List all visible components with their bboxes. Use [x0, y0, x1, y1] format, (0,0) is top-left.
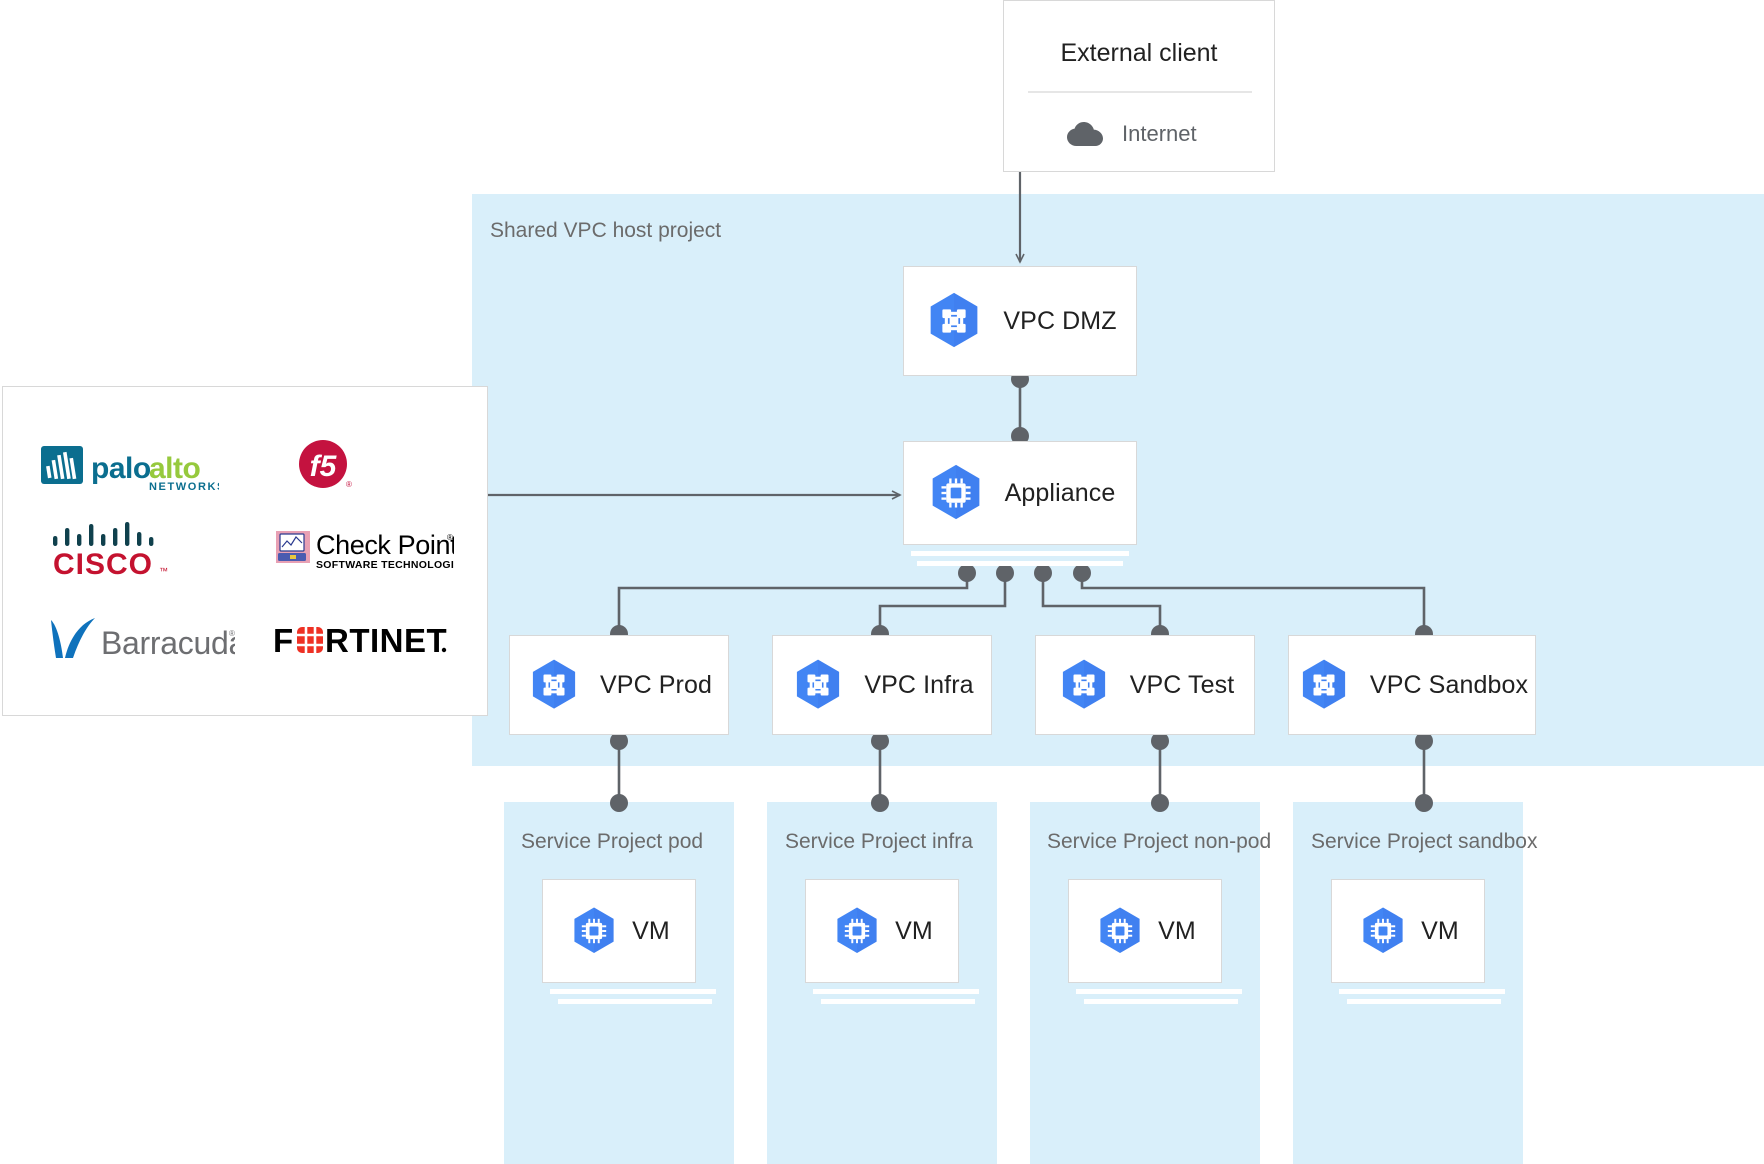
- svg-text:f5: f5: [310, 450, 338, 483]
- node-vpc-test[interactable]: VPC Test: [1035, 635, 1255, 735]
- service-project-group-non-pod: [1030, 802, 1260, 1164]
- node-vm-infra-label: VM: [895, 916, 933, 945]
- svg-text:F: F: [273, 622, 294, 659]
- fortinet-logo: F RTINET: [262, 616, 462, 666]
- svg-text:CISCO: CISCO: [53, 548, 153, 580]
- svg-text:Barracuda: Barracuda: [101, 625, 235, 661]
- vpc-network-icon: [1296, 657, 1352, 713]
- vpc-network-icon: [790, 657, 846, 713]
- vpc-network-icon: [1056, 657, 1112, 713]
- external-client-title: External client: [1060, 39, 1218, 67]
- vpc-network-icon: [526, 657, 582, 713]
- node-vm-non-pod[interactable]: VM: [1068, 879, 1222, 983]
- node-vm-pod-label: VM: [632, 916, 670, 945]
- external-client-divider: [1028, 91, 1252, 93]
- svg-text:Check Point: Check Point: [316, 530, 454, 560]
- vendor-appliance-panel: [2, 386, 488, 716]
- service-project-group-sandbox: [1293, 802, 1523, 1164]
- node-vpc-test-label: VPC Test: [1129, 670, 1235, 699]
- node-vpc-sandbox[interactable]: VPC Sandbox: [1288, 635, 1536, 735]
- external-client-internet-row: Internet: [1066, 121, 1197, 147]
- svg-text:®: ®: [346, 480, 352, 489]
- service-project-group-infra: [767, 802, 997, 1164]
- node-vpc-dmz[interactable]: VPC DMZ: [903, 266, 1137, 376]
- external-client-internet-label: Internet: [1122, 121, 1197, 146]
- node-appliance[interactable]: Appliance: [903, 441, 1137, 545]
- node-vm-non-pod-label: VM: [1158, 916, 1196, 945]
- barracuda-logo: Barracuda ®: [34, 612, 244, 668]
- node-vpc-infra-label: VPC Infra: [864, 670, 974, 699]
- vm-instance-icon: [831, 905, 883, 957]
- node-vpc-sandbox-label: VPC Sandbox: [1369, 670, 1529, 699]
- shared-vpc-host-project-label: Shared VPC host project: [490, 219, 722, 242]
- svg-text:NETWORKS: NETWORKS: [149, 481, 219, 492]
- node-vpc-prod[interactable]: VPC Prod: [509, 635, 729, 735]
- svg-text:SOFTWARE TECHNOLOGIES LTD.: SOFTWARE TECHNOLOGIES LTD.: [316, 559, 454, 571]
- svg-text:palo: palo: [91, 452, 151, 485]
- svg-text:®: ®: [229, 629, 235, 638]
- palo-alto-networks-logo: palo alto NETWORKS: [30, 435, 230, 497]
- cloud-icon: [1066, 121, 1106, 147]
- service-project-label-infra: Service Project infra: [785, 830, 973, 853]
- node-vm-pod[interactable]: VM: [542, 879, 696, 983]
- svg-text:™: ™: [159, 566, 168, 576]
- external-client-panel: External client Internet: [1003, 0, 1275, 172]
- service-project-label-non-pod: Service Project non-pod: [1047, 830, 1272, 853]
- vm-instance-icon: [925, 462, 987, 524]
- svg-text:®: ®: [447, 533, 453, 542]
- svg-text:RTINET: RTINET: [325, 622, 447, 659]
- service-project-label-sandbox: Service Project sandbox: [1311, 830, 1538, 853]
- node-vm-infra[interactable]: VM: [805, 879, 959, 983]
- check-point-logo: Check Point ® SOFTWARE TECHNOLOGIES LTD.: [270, 524, 460, 580]
- node-vm-sandbox-label: VM: [1421, 916, 1459, 945]
- node-vpc-dmz-label: VPC DMZ: [1003, 306, 1117, 335]
- node-vpc-prod-label: VPC Prod: [600, 670, 712, 699]
- vpc-network-icon: [923, 290, 985, 352]
- svg-text:alto: alto: [149, 452, 201, 485]
- vm-instance-icon: [1094, 905, 1146, 957]
- node-vpc-infra[interactable]: VPC Infra: [772, 635, 992, 735]
- cisco-logo: CISCO ™: [36, 518, 186, 582]
- node-vm-sandbox[interactable]: VM: [1331, 879, 1485, 983]
- service-project-label-pod: Service Project pod: [521, 830, 704, 853]
- vm-instance-icon: [568, 905, 620, 957]
- node-appliance-label: Appliance: [1004, 478, 1116, 507]
- vm-instance-icon: [1357, 905, 1409, 957]
- f5-logo: f5 ®: [278, 435, 374, 497]
- service-project-group-pod: [504, 802, 734, 1164]
